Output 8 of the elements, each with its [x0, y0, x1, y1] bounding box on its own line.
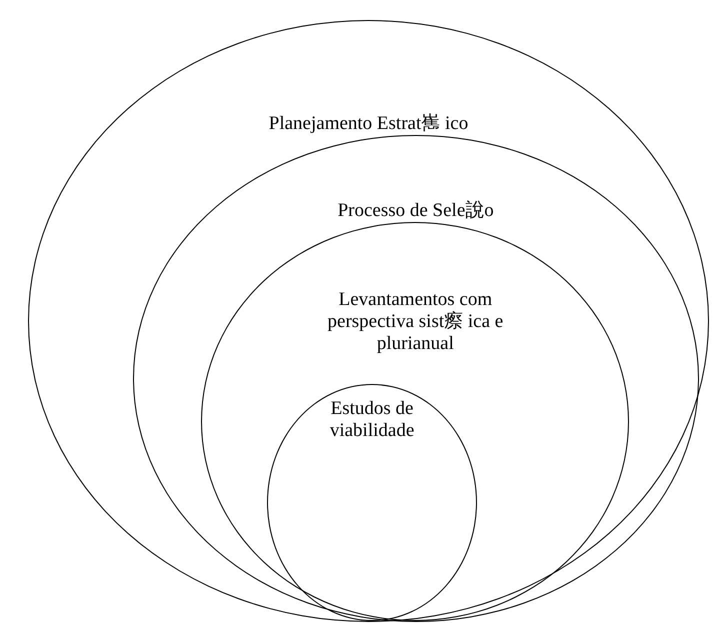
- ellipse-label: Planejamento Estrat嶲 ico: [268, 113, 468, 135]
- ellipse: [28, 20, 709, 622]
- ellipse: [132, 134, 699, 622]
- ellipse: [267, 384, 478, 622]
- ellipse-label: Estudos de viabilidade: [328, 398, 416, 442]
- ellipse-label: Processo de Sele說o: [338, 200, 494, 222]
- ellipse: [201, 222, 630, 622]
- ellipse-label: Levantamentos com perspectiva sist瘵 ica e plurianual: [327, 289, 504, 356]
